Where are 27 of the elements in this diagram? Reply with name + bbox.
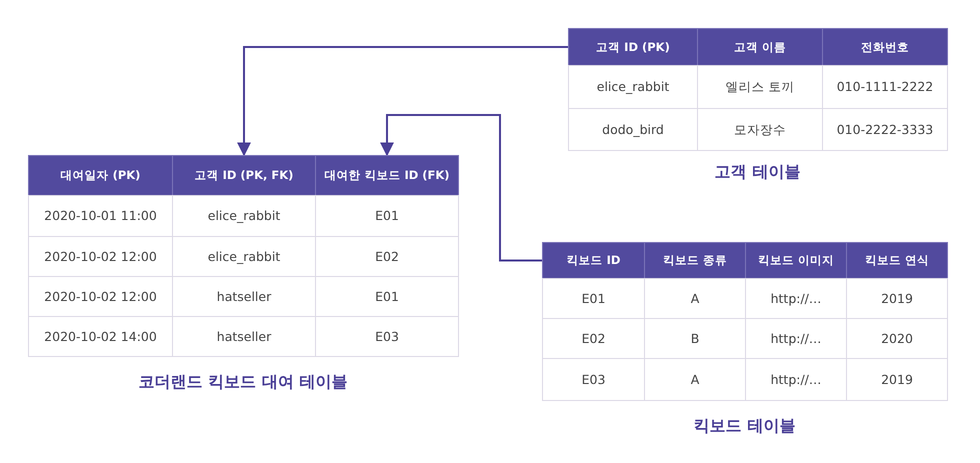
table-cell: dodo_bird [568, 108, 698, 151]
table-cell: 010-1111-2222 [822, 65, 948, 109]
column-header: 고객 ID (PK, FK) [172, 155, 316, 196]
column-header: 킥보드 연식 [846, 242, 948, 279]
table-caption: 코더랜드 킥보드 대여 테이블 [138, 372, 348, 393]
table-cell: E01 [542, 278, 645, 319]
column-header: 킥보드 종류 [644, 242, 746, 279]
arrow [237, 46, 568, 156]
column-header: 킥보드 이미지 [745, 242, 847, 279]
table-caption: 킥보드 테이블 [694, 416, 796, 437]
table-caption: 고객 테이블 [714, 162, 800, 183]
column-header: 대여일자 (PK) [28, 155, 173, 196]
column-header: 대여한 킥보드 ID (FK) [315, 155, 459, 196]
column-header: 킥보드 ID [542, 242, 645, 279]
column-header: 전화번호 [822, 28, 948, 66]
column-header: 고객 ID (PK) [568, 28, 698, 66]
table-cell: 010-2222-3333 [822, 108, 948, 151]
table-cell: E03 [315, 316, 459, 357]
arrow [380, 114, 542, 262]
table-cell: elice_rabbit [568, 65, 698, 109]
table-cell: 2019 [846, 278, 948, 319]
table-cell: 2020-10-02 14:00 [28, 316, 173, 357]
column-header: 고객 이름 [697, 28, 823, 66]
table-cell: 2019 [846, 358, 948, 401]
table-cell: E01 [315, 195, 459, 237]
table-cell: E03 [542, 358, 645, 401]
table-cell: 2020-10-01 11:00 [28, 195, 173, 237]
